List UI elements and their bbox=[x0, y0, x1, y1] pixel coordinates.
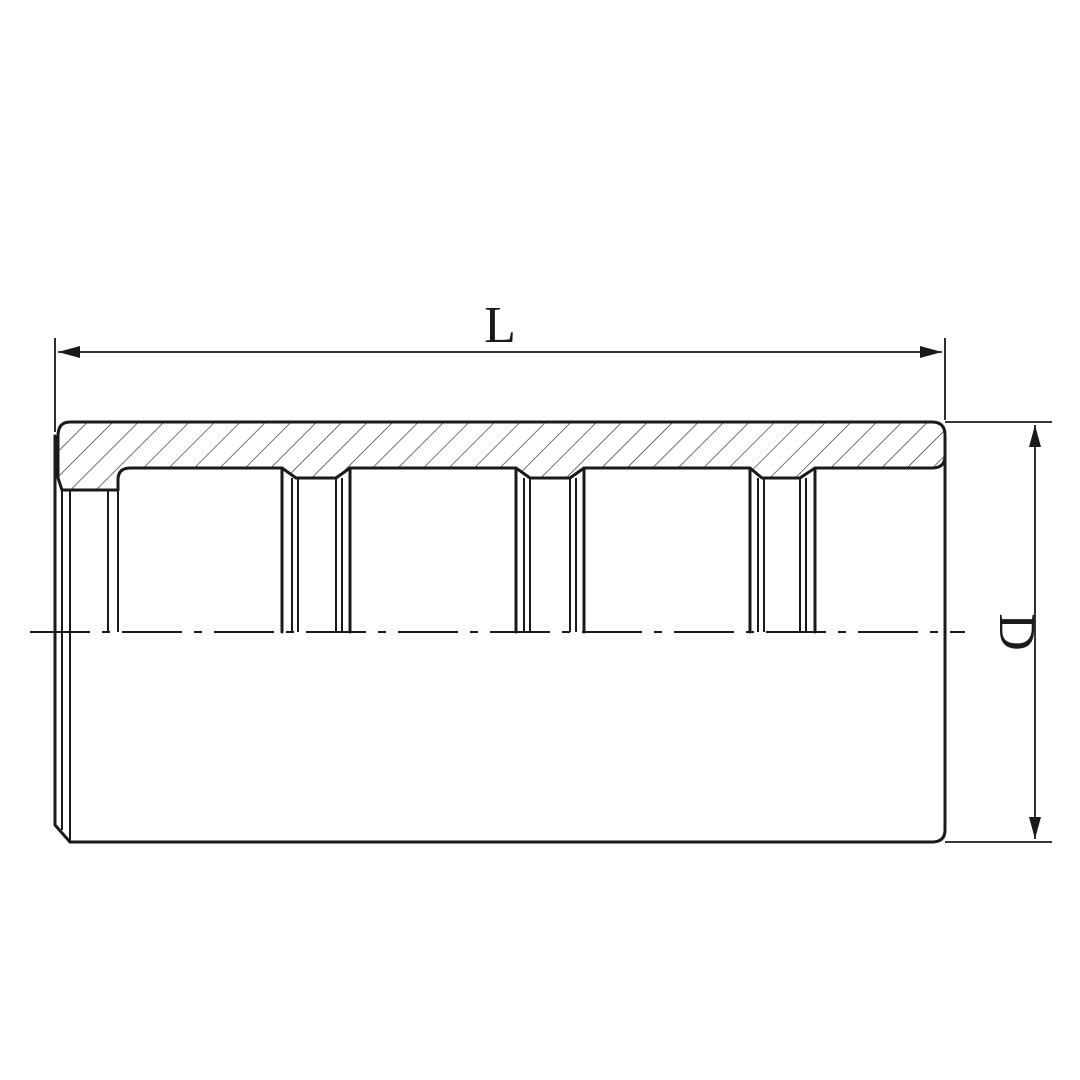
diameter-label: D bbox=[988, 613, 1045, 651]
length-label: L bbox=[484, 297, 516, 354]
ferrule-body-outline bbox=[53, 434, 947, 844]
internal-groove-1 bbox=[280, 466, 352, 634]
internal-groove-3 bbox=[748, 466, 817, 634]
internal-groove-2 bbox=[514, 466, 586, 634]
diameter-dimension: D bbox=[945, 421, 1052, 843]
length-dimension: L bbox=[54, 297, 946, 432]
